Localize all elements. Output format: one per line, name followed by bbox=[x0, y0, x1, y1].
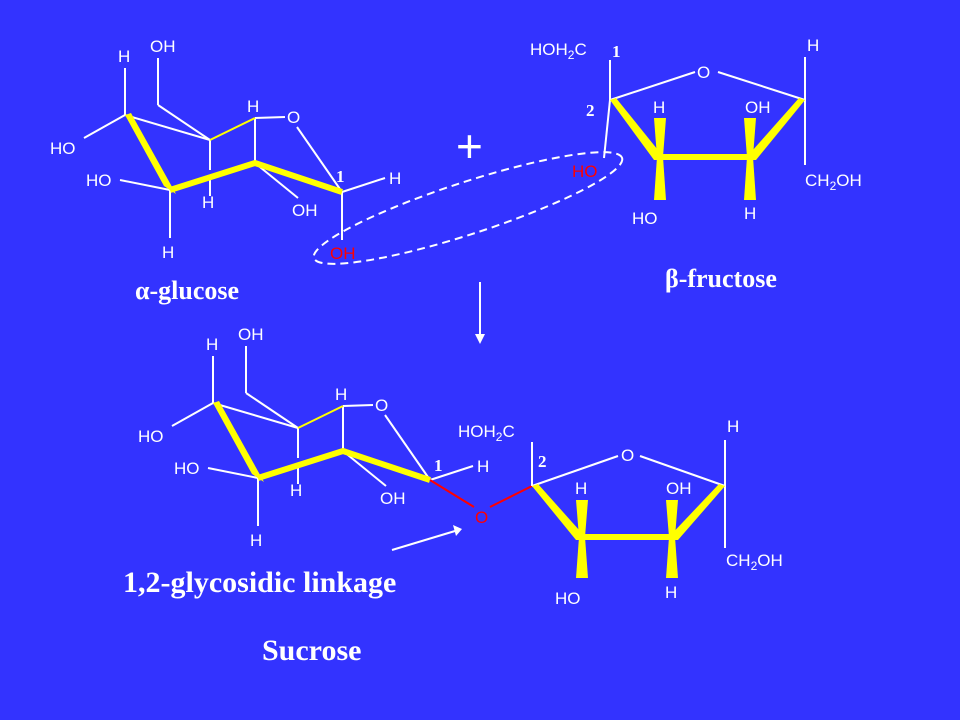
ring-wedge bbox=[532, 484, 588, 540]
ring-wedge bbox=[654, 157, 666, 200]
carbon-number: 1 bbox=[336, 167, 345, 186]
glycosidic-bond bbox=[429, 479, 475, 508]
atom-h: H bbox=[202, 193, 214, 212]
bond bbox=[639, 455, 726, 487]
ring-wedge bbox=[610, 98, 666, 160]
bond bbox=[124, 114, 211, 141]
atom-h: H bbox=[665, 583, 677, 602]
bond bbox=[429, 465, 474, 481]
anomeric-oh: OH bbox=[330, 244, 356, 263]
carbon-number: 1 bbox=[434, 456, 443, 475]
glucose-molecule: H OH H O HO HO H H OH H OH 1 bbox=[50, 37, 401, 263]
ring-wedge bbox=[654, 118, 666, 157]
glycosidic-oxygen: O bbox=[475, 508, 488, 527]
ring-oxygen: O bbox=[697, 63, 710, 82]
ring-wedge bbox=[576, 500, 588, 537]
atom-h: H bbox=[807, 36, 819, 55]
atom-h: H bbox=[727, 417, 739, 436]
ring-wedge bbox=[666, 537, 678, 578]
reaction-arrow-head bbox=[475, 334, 485, 344]
atom-ho: HO bbox=[50, 139, 76, 158]
ring-wedge bbox=[666, 500, 678, 537]
bond bbox=[384, 414, 431, 481]
atom-ho: HO bbox=[138, 427, 164, 446]
ring-wedge bbox=[744, 98, 805, 160]
bond bbox=[207, 467, 259, 479]
bond bbox=[603, 99, 611, 159]
linkage-label: 1,2-glycosidic linkage bbox=[123, 566, 396, 599]
atom-ho: HO bbox=[555, 589, 581, 608]
ring-wedge bbox=[666, 484, 725, 540]
atom-h: H bbox=[290, 481, 302, 500]
condensation-ellipse bbox=[312, 151, 624, 265]
atom-hoh2c: HOH2C bbox=[458, 422, 515, 444]
bond bbox=[254, 162, 299, 199]
carbon-number: 2 bbox=[538, 452, 547, 471]
atom-h: H bbox=[247, 97, 259, 116]
bond bbox=[342, 404, 374, 407]
fructose-label: β-fructose bbox=[665, 264, 777, 293]
atom-oh: OH bbox=[150, 37, 176, 56]
bond bbox=[212, 402, 299, 429]
atom-hoh2c: HOH2C bbox=[530, 40, 587, 62]
atom-oh: OH bbox=[238, 325, 264, 344]
ring-bond bbox=[257, 448, 431, 483]
atom-h: H bbox=[653, 98, 665, 117]
atom-h: H bbox=[206, 335, 218, 354]
atom-h: H bbox=[389, 169, 401, 188]
bond bbox=[171, 402, 214, 427]
ring-bond bbox=[209, 117, 256, 141]
bond bbox=[119, 179, 171, 191]
bond bbox=[341, 177, 386, 193]
ring-bond bbox=[169, 160, 343, 195]
atom-ho: HO bbox=[632, 209, 658, 228]
atom-oh: OH bbox=[745, 98, 771, 117]
atom-ch2oh: CH2OH bbox=[726, 551, 783, 573]
atom-ho: HO bbox=[174, 459, 200, 478]
atom-h: H bbox=[118, 47, 130, 66]
sucrose-molecule: H OH H O HO HO H H OH H 1 O HOH2C 2 O H … bbox=[138, 325, 783, 608]
ring-oxygen: O bbox=[621, 446, 634, 465]
atom-h: H bbox=[250, 531, 262, 550]
atom-ch2oh: CH2OH bbox=[805, 171, 862, 193]
fructose-molecule: HOH2C 1 O H 2 H OH HO CH2OH HO H bbox=[530, 36, 862, 228]
bond bbox=[254, 116, 286, 119]
ring-wedge bbox=[213, 401, 264, 482]
sucrose-title: Sucrose bbox=[262, 634, 361, 667]
glycosidic-bond bbox=[489, 485, 533, 508]
atom-h: H bbox=[477, 457, 489, 476]
atom-oh: OH bbox=[666, 479, 692, 498]
bond bbox=[609, 71, 696, 101]
bond bbox=[531, 455, 619, 487]
atom-h: H bbox=[575, 479, 587, 498]
carbon-number: 1 bbox=[612, 42, 621, 61]
bond bbox=[245, 392, 299, 429]
atom-oh: OH bbox=[380, 489, 406, 508]
atom-h: H bbox=[162, 243, 174, 262]
ring-wedge bbox=[576, 537, 588, 578]
ring-bond bbox=[297, 405, 344, 429]
ring-oxygen: O bbox=[287, 108, 300, 127]
atom-oh: OH bbox=[292, 201, 318, 220]
ring-oxygen: O bbox=[375, 396, 388, 415]
atom-h: H bbox=[744, 204, 756, 223]
atom-ho: HO bbox=[86, 171, 112, 190]
linkage-pointer-head bbox=[453, 525, 462, 536]
linkage-pointer bbox=[391, 530, 456, 551]
ring-wedge bbox=[744, 118, 756, 157]
carbon-number: 2 bbox=[586, 101, 595, 120]
bond bbox=[296, 126, 343, 193]
atom-h: H bbox=[335, 385, 347, 404]
bond bbox=[157, 104, 211, 141]
ring-wedge bbox=[744, 157, 756, 200]
plus-sign: + bbox=[456, 120, 483, 172]
bond bbox=[342, 450, 387, 487]
anomeric-ho: HO bbox=[572, 162, 598, 181]
bond bbox=[717, 71, 806, 101]
ring-wedge bbox=[125, 113, 176, 194]
glucose-label: α-glucose bbox=[135, 276, 239, 305]
bond bbox=[83, 114, 126, 139]
